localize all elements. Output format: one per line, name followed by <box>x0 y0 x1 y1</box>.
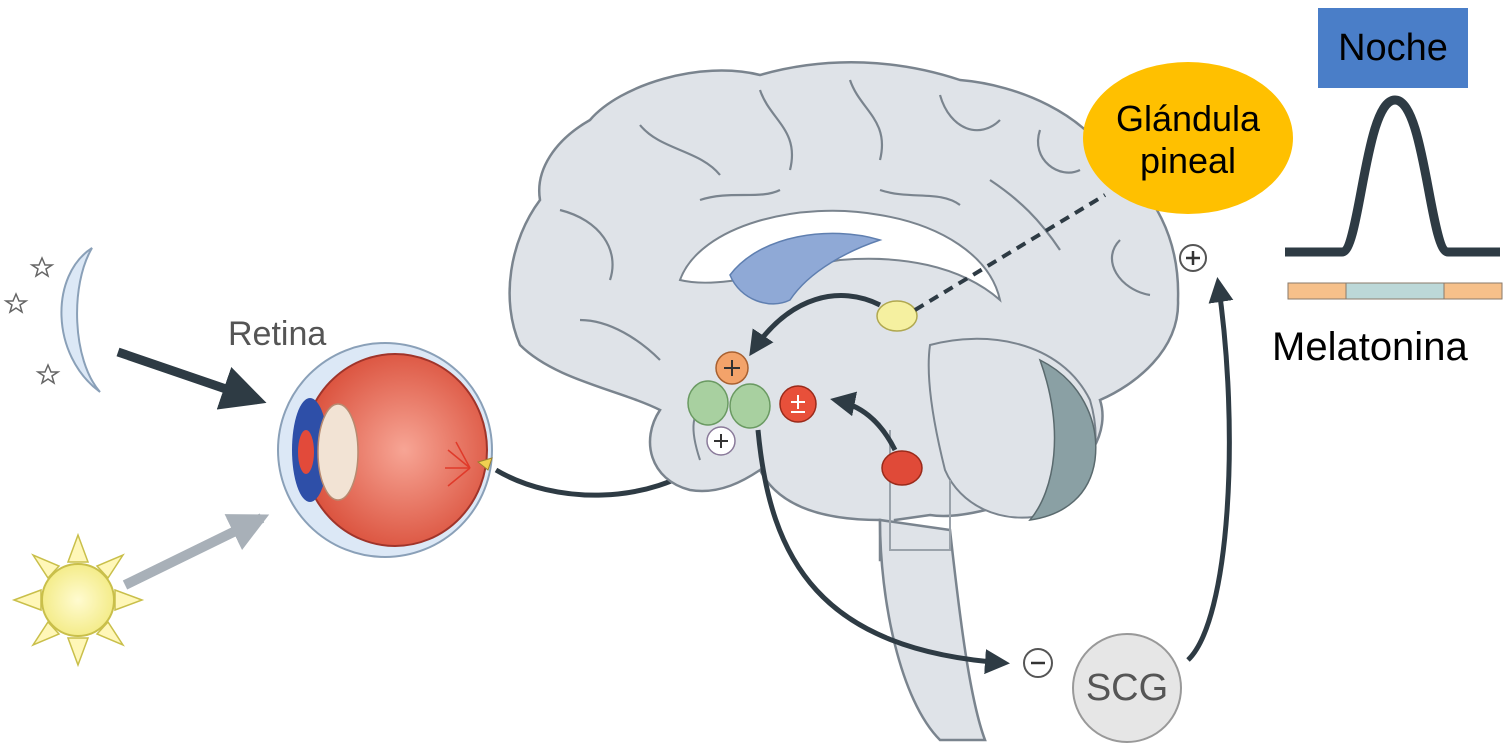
pineal-label-line2: pineal <box>1140 140 1236 182</box>
pineal-label-line1: Glándula <box>1116 98 1260 140</box>
star-icons <box>6 258 58 383</box>
scg-label: SCG <box>1086 667 1168 710</box>
night-label: Noche <box>1338 27 1448 70</box>
pineal-gland <box>877 301 917 331</box>
melatonin-label: Melatonina <box>1272 325 1468 370</box>
pineal-gland-label: Glándula pineal <box>1083 62 1293 214</box>
retina-label: Retina <box>228 315 326 354</box>
scg-node: SCG <box>1072 633 1182 743</box>
eye-illustration <box>278 343 492 557</box>
moon-icon <box>61 248 100 392</box>
scg-to-pineal-arrow <box>1188 282 1229 660</box>
melatonin-curve <box>1285 100 1502 299</box>
sun-icon <box>14 535 142 665</box>
day-light-arrow <box>125 518 262 585</box>
night-label-box: Noche <box>1318 8 1468 88</box>
night-light-arrow <box>118 352 258 400</box>
